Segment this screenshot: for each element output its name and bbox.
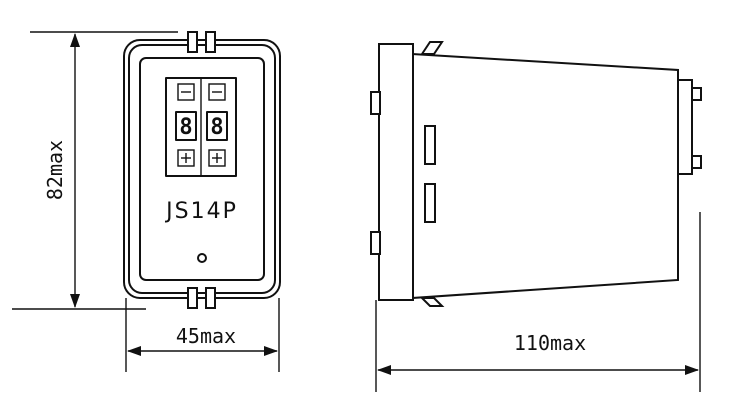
side-slot-upper: [424, 125, 436, 165]
digit-left: 8: [179, 115, 192, 140]
height-dimension: 82max: [12, 31, 178, 310]
minus-button-left: [177, 83, 195, 101]
front-housing-outer: [123, 39, 281, 299]
digit-right: 8: [210, 115, 223, 140]
side-clip-top: [420, 41, 444, 55]
rear-pin-lower: [691, 155, 702, 169]
plus-button-right: [208, 149, 226, 167]
plus-button-left: [177, 149, 195, 167]
top-clip-left-front: [187, 31, 198, 53]
front-housing-rim: [128, 44, 276, 294]
side-clip-bottom: [419, 297, 445, 307]
minus-button-right: [208, 83, 226, 101]
side-bezel: [378, 43, 414, 301]
side-view: [370, 41, 702, 307]
digit-window-right: [206, 111, 228, 141]
depth-label: 110max: [514, 331, 586, 355]
side-slot-lower: [424, 183, 436, 223]
bottom-clip-left-front: [187, 287, 198, 309]
indicator-led: [197, 253, 207, 263]
bezel-notch-bottom: [370, 231, 381, 255]
rear-terminal-block: [677, 79, 693, 175]
bottom-clip-right-front: [205, 287, 216, 309]
digit-window-left: [175, 111, 197, 141]
depth-dimension: 110max: [375, 212, 701, 392]
width-dimension: 45max: [125, 298, 280, 372]
top-clip-right-front: [205, 31, 216, 53]
model-label: JS14P: [164, 199, 238, 224]
bezel-notch-top: [370, 91, 381, 115]
thumbwheel-switch: 8 8: [165, 77, 237, 177]
height-label: 82max: [43, 140, 67, 200]
front-face-panel: [139, 57, 265, 281]
side-body: [411, 52, 679, 300]
rear-pin-upper: [691, 87, 702, 101]
width-label: 45max: [176, 324, 236, 348]
front-view: 8 8 JS14P: [123, 31, 281, 309]
